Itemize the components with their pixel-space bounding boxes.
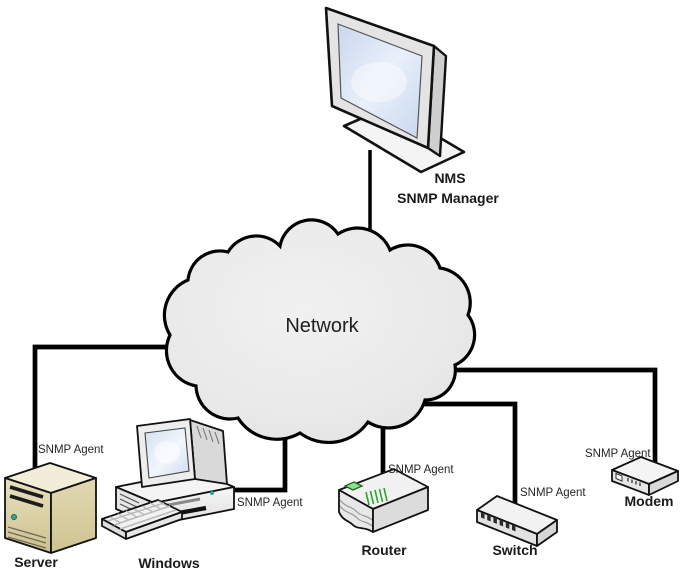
nms-label-line2: SNMP Manager bbox=[397, 190, 499, 206]
modem-node: SNMP Agent Modem bbox=[585, 448, 679, 509]
windows-label: Windows bbox=[138, 555, 200, 571]
router-agent-label: SNMP Agent bbox=[388, 464, 454, 476]
modem-label: Modem bbox=[625, 493, 674, 509]
crt-side bbox=[189, 419, 228, 485]
modem-front-marks bbox=[627, 478, 641, 486]
switch-agent-label: SNMP Agent bbox=[520, 487, 586, 499]
nms-label-line1: NMS bbox=[434, 170, 465, 186]
server-agent-label: SNMP Agent bbox=[38, 444, 104, 456]
server-drive-slot-2 bbox=[9, 494, 44, 508]
network-label: Network bbox=[285, 315, 359, 337]
crt-glare bbox=[154, 441, 180, 463]
router-wave-lines bbox=[339, 499, 373, 527]
router-node: SNMP Agent Router bbox=[338, 464, 454, 558]
monitor-screen bbox=[337, 23, 423, 139]
screen-glare bbox=[351, 62, 407, 102]
router-led bbox=[343, 481, 364, 491]
crt-side-vents bbox=[196, 425, 220, 445]
server-led bbox=[10, 514, 17, 521]
router-label: Router bbox=[361, 542, 407, 558]
modem-port bbox=[615, 472, 623, 482]
windows-agent-label: SNMP Agent bbox=[237, 497, 303, 509]
switch-node: SNMP Agent Switch bbox=[476, 487, 586, 558]
switch-end bbox=[536, 519, 558, 547]
cloud-icon bbox=[162, 218, 477, 445]
server-label: Server bbox=[14, 554, 58, 570]
link-network-modem bbox=[450, 367, 658, 464]
switch-label: Switch bbox=[492, 542, 537, 558]
nms-node: NMS SNMP Manager bbox=[324, 6, 499, 206]
modem-agent-label: SNMP Agent bbox=[585, 448, 651, 460]
server-vents bbox=[7, 526, 47, 549]
windows-node: SNMP Agent Windows bbox=[101, 418, 303, 571]
link-network-switch bbox=[410, 401, 518, 506]
keyboard-side bbox=[125, 511, 183, 540]
router-side bbox=[372, 486, 429, 533]
pc-power-led bbox=[210, 491, 214, 495]
switch-ports bbox=[481, 512, 516, 532]
server-drive-slot-1 bbox=[9, 485, 44, 499]
server-side bbox=[50, 477, 97, 554]
server-node: SNMP Agent Server bbox=[4, 444, 104, 570]
modem-end bbox=[648, 470, 679, 496]
keyboard-keys-cols bbox=[109, 500, 170, 524]
network-cloud-node: Network bbox=[162, 218, 477, 445]
link-network-server bbox=[32, 344, 185, 480]
router-antenna-ticks bbox=[365, 487, 388, 506]
